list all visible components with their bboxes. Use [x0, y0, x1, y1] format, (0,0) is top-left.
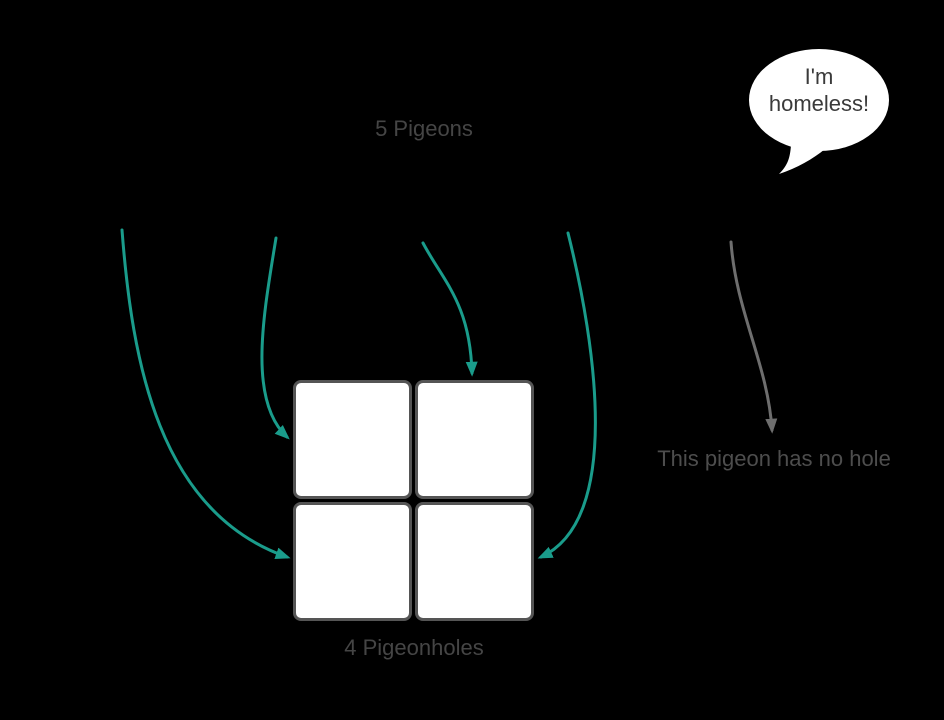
speech-bubble-text: I'm homeless!: [749, 63, 889, 117]
pigeonhole-box-2: [415, 380, 534, 499]
speech-bubble-line-2: homeless!: [768, 91, 870, 116]
arrow-homeless-pigeon: [729, 240, 778, 434]
speech-bubble-tail: [779, 145, 825, 174]
speech-bubble-body: [749, 49, 889, 151]
no-hole-label: This pigeon has no hole: [657, 446, 891, 471]
pigeonhole-box-4: [415, 502, 534, 621]
arrow-pigeon-1-to-hole: [120, 228, 291, 559]
arrow-pigeon-4-to-hole: [537, 231, 597, 559]
speech-bubble-line-1: I'm: [804, 64, 834, 89]
pigeons-label: 5 Pigeons: [375, 116, 473, 141]
pigeonhole-grid: [293, 380, 534, 621]
pigeonhole-box-1: [293, 380, 412, 499]
speech-bubble: [749, 49, 889, 174]
pigeonhole-box-3: [293, 502, 412, 621]
arrow-pigeon-2-to-hole: [260, 236, 290, 440]
pigeonholes-label: 4 Pigeonholes: [344, 635, 484, 660]
arrow-pigeon-3-to-hole: [421, 241, 478, 377]
